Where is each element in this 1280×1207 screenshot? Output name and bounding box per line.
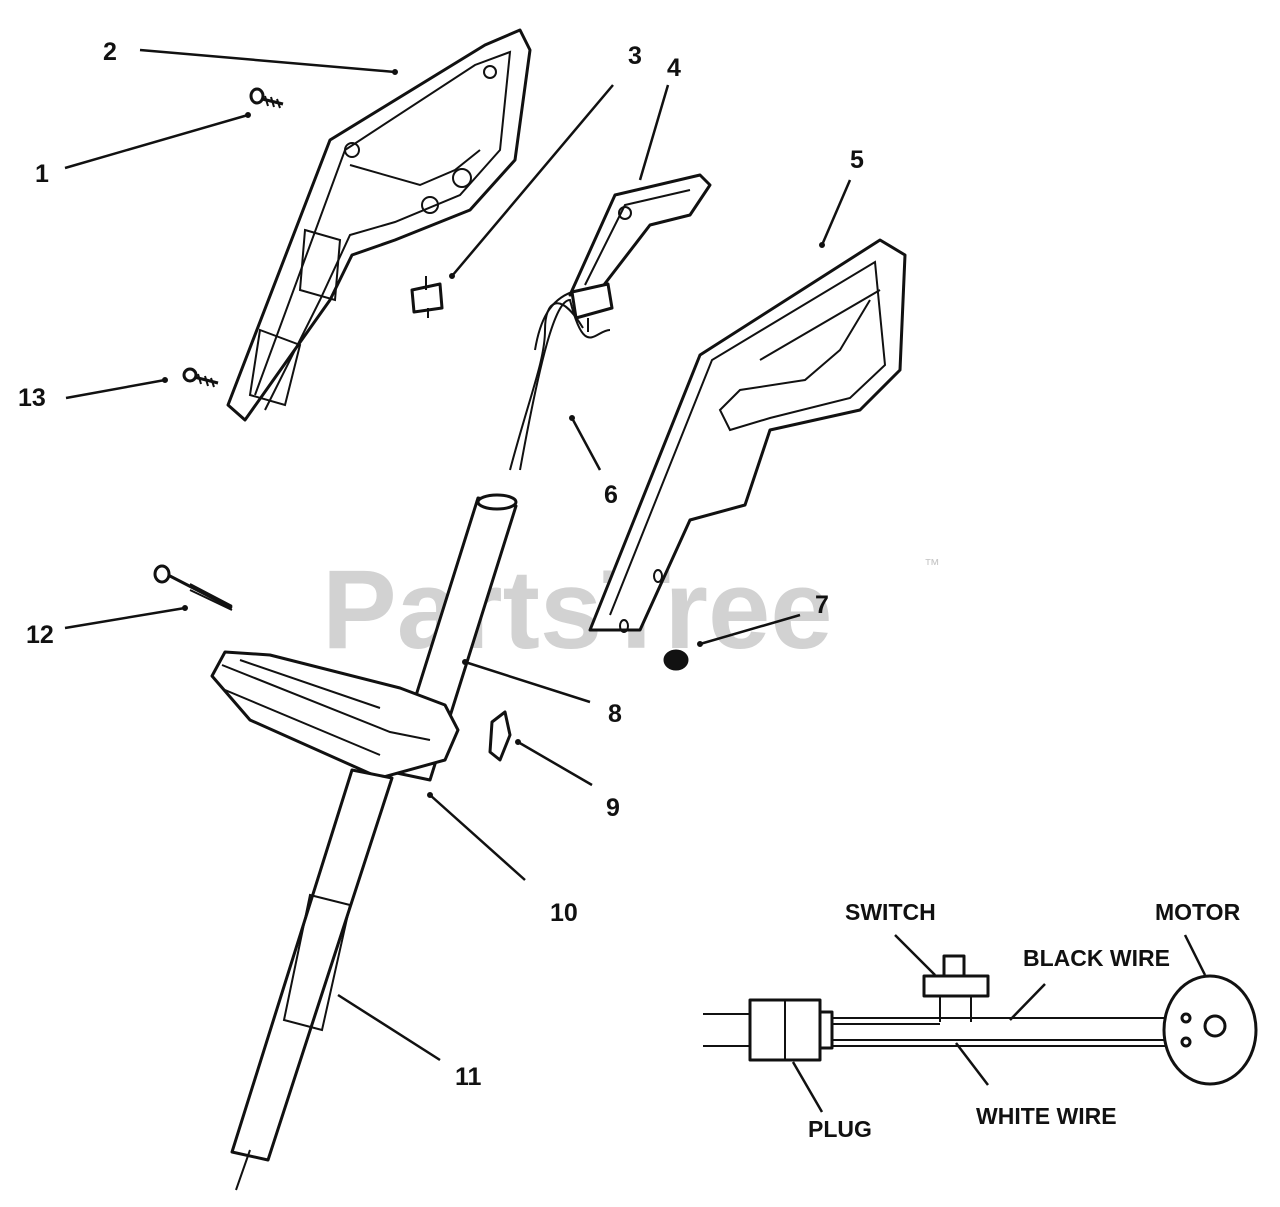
part-5-handle-half-right — [588, 238, 907, 633]
callout-13: 13 — [18, 384, 46, 412]
label-white-wire: WHITE WIRE — [976, 1103, 1117, 1129]
callout-2: 2 — [103, 38, 117, 66]
callout-3: 3 — [628, 42, 642, 70]
callout-1: 1 — [35, 160, 49, 188]
wiring-schematic — [703, 934, 1258, 1113]
part-11-lower-tube — [230, 768, 394, 1191]
callout-8: 8 — [608, 700, 622, 728]
callout-4: 4 — [667, 54, 681, 82]
part-7-nut — [663, 649, 689, 671]
callout-5: 5 — [850, 146, 864, 174]
part-2-handle-half-left — [226, 28, 532, 422]
part-12-bolt — [153, 564, 233, 611]
part-4-trigger — [568, 173, 712, 297]
leader-lines — [64, 48, 852, 1062]
label-switch: SWITCH — [845, 899, 936, 925]
part-1-screw — [249, 87, 284, 109]
motor-symbol — [1162, 974, 1258, 1086]
label-motor: MOTOR — [1155, 899, 1241, 925]
callout-7: 7 — [815, 591, 829, 619]
part-3-bracket — [410, 276, 444, 318]
label-plug: PLUG — [808, 1116, 872, 1142]
label-black-wire: BLACK WIRE — [1023, 945, 1170, 971]
part-10-auxiliary-handle — [210, 650, 460, 780]
callout-9: 9 — [606, 794, 620, 822]
part-13-screw — [182, 367, 219, 388]
callout-10: 10 — [550, 899, 578, 927]
callout-6: 6 — [604, 481, 618, 509]
callout-12: 12 — [26, 621, 54, 649]
part-9-clip — [488, 710, 512, 762]
switch-symbol — [922, 954, 990, 1022]
plug-symbol — [748, 998, 834, 1062]
trademark-symbol: ™ — [924, 557, 940, 574]
callout-11: 11 — [455, 1063, 482, 1091]
watermark-text: PartsTree — [322, 547, 833, 672]
part-6-switch — [509, 282, 614, 471]
